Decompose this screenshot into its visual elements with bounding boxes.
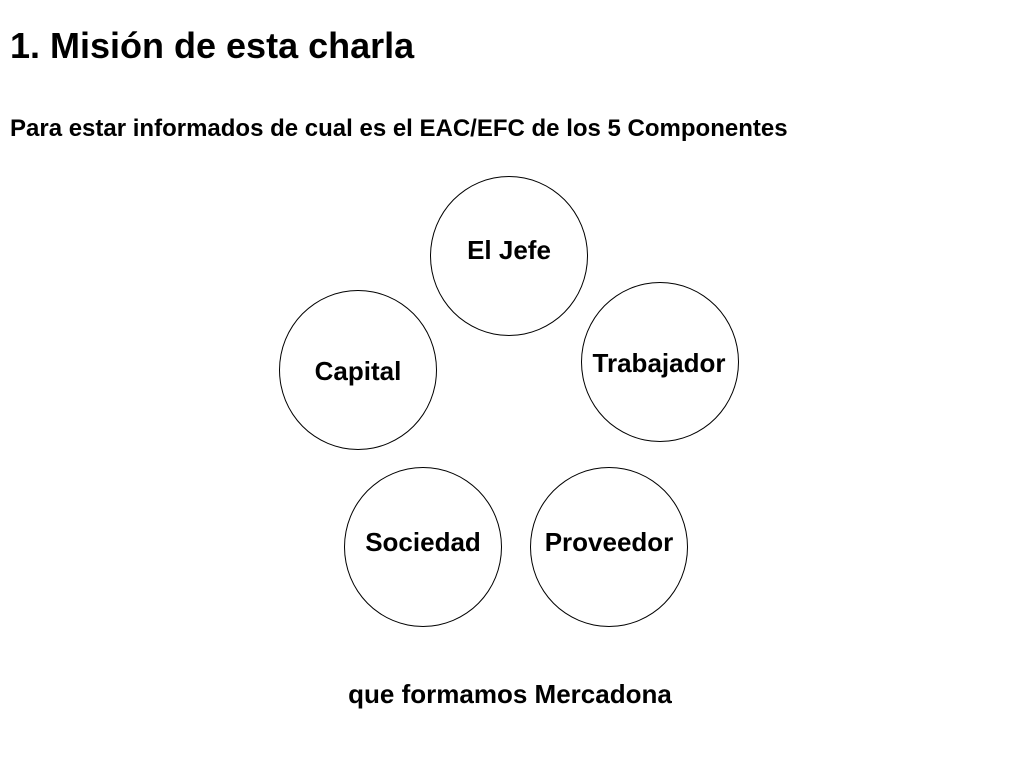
component-label-el-jefe: El Jefe [467,235,551,265]
component-circle-el-jefe [430,176,588,336]
slide-title: 1. Misión de esta charla [10,25,415,66]
component-circle-capital [279,290,437,450]
component-circle-sociedad [344,467,502,627]
slide-subtitle: Para estar informados de cual es el EAC/… [10,115,788,142]
component-label-capital: Capital [314,356,402,386]
component-label-sociedad: Sociedad [365,527,481,557]
footer-text: que formamos Mercadona [348,679,672,709]
slide-footer: que formamos Mercadona [0,678,1024,710]
component-label-trabajador: Trabajador [592,348,726,378]
component-circle-proveedor [530,467,688,627]
component-circle-trabajador [581,282,739,442]
component-label-proveedor: Proveedor [544,527,674,557]
